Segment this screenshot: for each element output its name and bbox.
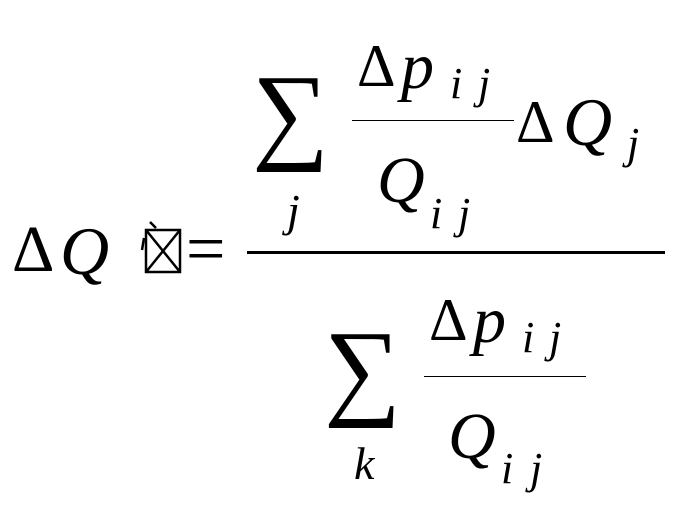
missing-glyph-icon (140, 221, 182, 274)
lhs-equals: = (186, 211, 226, 288)
denominator-inner-top-delta: Δ (429, 287, 468, 353)
numerator-inner-fraction-bar (352, 120, 514, 121)
numerator-inner-top-subscript-i: i (450, 59, 463, 108)
denominator-inner-bottom-subscript-i: i (501, 444, 514, 493)
numerator-trailing-subscript: j (627, 119, 640, 168)
lhs-variable: Q (60, 213, 110, 289)
numerator-sum-symbol: ∑ (252, 54, 329, 173)
numerator-inner-top-delta: Δ (357, 33, 396, 99)
numerator-inner-top-variable: p (401, 30, 434, 103)
lhs-delta: Δ (12, 213, 55, 286)
denominator-sum-symbol: ∑ (324, 310, 401, 429)
numerator-sum-index: j (287, 185, 300, 236)
denominator-sum-index: k (354, 438, 375, 489)
numerator-trailing-delta: Δ (516, 89, 555, 155)
numerator-inner-bottom-variable: Q (377, 144, 425, 217)
numerator-inner-bottom-subscript-j: j (458, 189, 471, 238)
denominator-inner-bottom-subscript-j: j (530, 444, 543, 493)
main-fraction-bar (247, 251, 665, 254)
denominator-inner-fraction-bar (424, 376, 586, 377)
denominator-inner-top-variable: p (473, 284, 506, 357)
numerator-trailing-variable: Q (563, 84, 613, 160)
denominator-inner-bottom-variable: Q (448, 400, 496, 473)
denominator-inner-top-subscript-j: j (549, 313, 562, 362)
denominator-inner-top-subscript-i: i (522, 313, 535, 362)
numerator-inner-bottom-subscript-i: i (430, 189, 443, 238)
numerator-inner-top-subscript-j: j (478, 59, 491, 108)
